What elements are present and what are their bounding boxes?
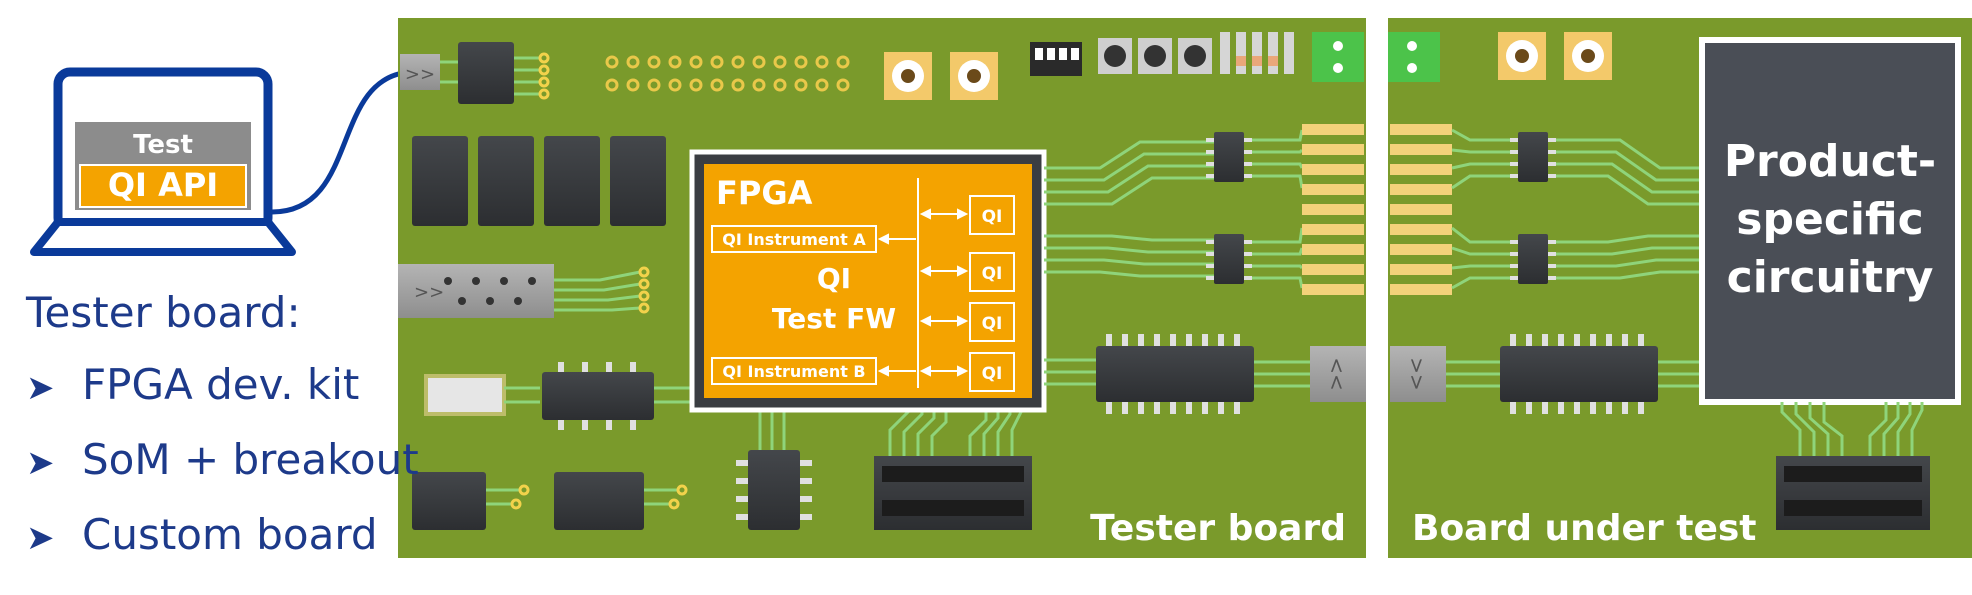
fpga-bus-arrows: [877, 178, 969, 388]
driver-chips-dut: [1510, 132, 1556, 284]
arrow-bullet-icon: ➤: [26, 368, 55, 408]
option-label: FPGA dev. kit: [82, 360, 360, 409]
laptop-screen-title: Test: [133, 130, 193, 160]
api-box: [79, 164, 247, 208]
terminal-block-dut: [1388, 32, 1440, 82]
sma-connectors-dut: [1498, 32, 1612, 80]
svg-text:>>: >>: [405, 64, 435, 85]
qi-block-label: QI: [982, 314, 1003, 334]
clock-traces: [654, 386, 694, 404]
qi-block: [969, 195, 1015, 235]
dut-board-label: Board under test: [1412, 508, 1757, 549]
usb-cable: [271, 69, 411, 215]
qi-block-label: QI: [982, 364, 1003, 384]
cable-connector-dut: >>: [1390, 346, 1446, 402]
qi-block: [969, 352, 1015, 392]
qi-block: [969, 252, 1015, 292]
qi-block-label: QI: [982, 264, 1003, 284]
svg-text:>>: >>: [414, 282, 444, 303]
push-buttons: [1098, 38, 1212, 74]
interface-chip-tester: [1096, 334, 1254, 414]
pin-rings: [538, 52, 550, 100]
qi-block-label: QI: [982, 207, 1003, 227]
product-line1: Product-: [1724, 136, 1936, 187]
instrument-b-label: QI Instrument B: [722, 362, 865, 381]
api-label: QI API: [108, 166, 218, 204]
option-item: ➤ Custom board: [26, 507, 419, 582]
sfp-traces: [554, 270, 641, 312]
interface-chip-dut: [1500, 334, 1658, 414]
interface-traces-tester: [1254, 360, 1310, 388]
dut-signal-traces: [1556, 138, 1702, 280]
soic-chip: [736, 410, 812, 530]
edge-connector-dut: [1390, 124, 1452, 295]
sfp-connector: >>: [398, 264, 554, 318]
sfp-rings: [638, 266, 650, 314]
option-item: ➤ SoM + breakout: [26, 432, 419, 507]
edge-traces-tester: [1252, 129, 1304, 289]
memory-chips: [412, 136, 666, 226]
tester-board-options: Tester board: ➤ FPGA dev. kit ➤ SoM + brea…: [26, 285, 419, 582]
edge-traces-dut: [1451, 128, 1518, 290]
dip-switch: [1030, 42, 1082, 76]
jumper-header: [1220, 32, 1294, 74]
cable-connector-tester: <<: [1310, 346, 1366, 402]
option-label: SoM + breakout: [82, 435, 419, 484]
header-holes: [605, 55, 850, 92]
usb-connector: >>: [400, 54, 440, 90]
sma-connectors: [884, 52, 998, 100]
product-line3: circuitry: [1727, 252, 1934, 303]
power-rings: [510, 484, 688, 510]
options-heading: Tester board:: [26, 288, 301, 337]
power-chips: [412, 472, 644, 530]
option-item: ➤ FPGA dev. kit: [26, 357, 419, 432]
high-density-connector-dut: [1776, 402, 1930, 530]
laptop-icon: Test QI API: [30, 67, 296, 256]
driver-chips-tester: [1206, 132, 1252, 284]
qi-block: [969, 302, 1015, 342]
usb-bridge-chip: [458, 42, 514, 104]
interface-traces-dut: [1446, 360, 1702, 388]
crystal-oscillator: [424, 374, 506, 416]
instrument-b-box: [711, 357, 877, 385]
product-line2: specific: [1736, 194, 1923, 245]
instrument-a-label: QI Instrument A: [722, 230, 866, 249]
product-specific-block: Product- specific circuitry: [1699, 37, 1961, 405]
option-label: Custom board: [82, 510, 378, 559]
clock-chip: [542, 362, 654, 430]
usb-traces: [440, 60, 460, 84]
power-traces: [486, 488, 678, 506]
firmware-line2: Test FW: [772, 302, 896, 335]
svg-text:>>: >>: [1405, 357, 1429, 391]
fpga-block: FPGA QI Instrument A QI Instrument B QI …: [689, 149, 1047, 413]
firmware-line1: QI: [817, 262, 851, 295]
edge-connector-tester: [1302, 124, 1364, 295]
tester-board-label: Tester board: [1090, 508, 1346, 549]
terminal-block: [1312, 32, 1364, 82]
crystal-traces: [504, 386, 540, 404]
arrow-bullet-icon: ➤: [26, 518, 55, 558]
fpga-title: FPGA: [716, 174, 813, 212]
arrow-bullet-icon: ➤: [26, 443, 55, 483]
instrument-a-box: [711, 225, 877, 253]
svg-text:<<: <<: [1325, 357, 1349, 391]
chip-pin-traces: [514, 56, 540, 96]
fpga-signal-traces: [1044, 140, 1214, 386]
